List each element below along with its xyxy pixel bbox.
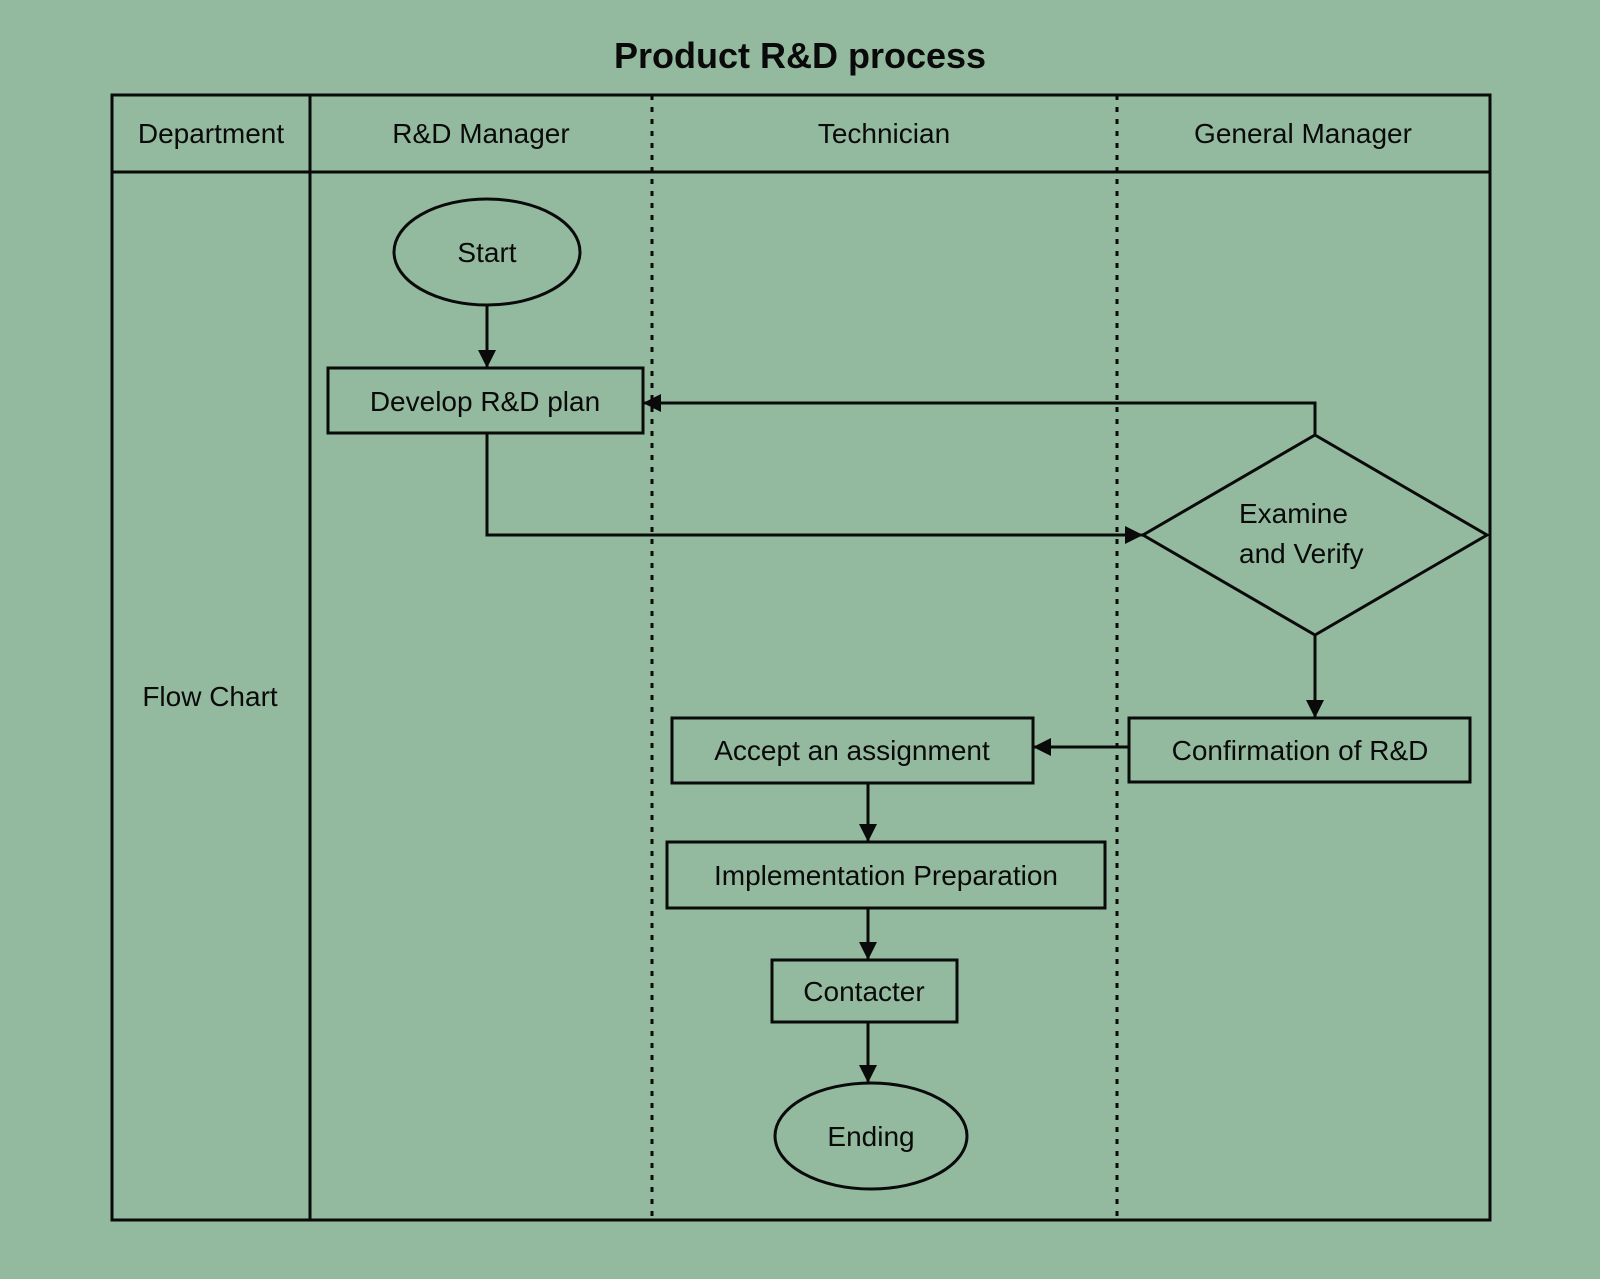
table-outer-border — [110, 93, 1492, 1222]
accept-assignment-label: Accept an assignment — [714, 735, 990, 766]
row-label-flow-chart: Flow Chart — [142, 681, 278, 712]
contacter-label: Contacter — [803, 976, 924, 1007]
examine-verify-diamond — [1140, 433, 1490, 637]
develop-plan-box — [326, 366, 645, 435]
header-general-manager: General Manager — [1194, 118, 1412, 149]
start-ellipse — [392, 197, 582, 307]
connectors — [478, 305, 1324, 1083]
examine-verify-label-line1: Examine — [1239, 498, 1348, 529]
node-start: Start — [392, 197, 582, 307]
node-examine-verify: Examine and Verify — [1140, 433, 1490, 637]
connector-examine-to-develop — [643, 394, 1317, 435]
accept-assignment-box — [670, 716, 1035, 785]
contacter-box — [770, 958, 959, 1024]
ending-ellipse — [773, 1081, 969, 1191]
connector-develop-to-examine — [485, 433, 1143, 544]
develop-plan-label: Develop R&D plan — [370, 386, 600, 417]
header-rd-manager: R&D Manager — [392, 118, 569, 149]
examine-verify-label-line2: and Verify — [1239, 538, 1364, 569]
header-technician: Technician — [818, 118, 950, 149]
ending-label: Ending — [827, 1121, 914, 1152]
start-label: Start — [457, 237, 516, 268]
node-contacter: Contacter — [770, 958, 959, 1024]
node-accept-assignment: Accept an assignment — [670, 716, 1035, 785]
node-ending: Ending — [773, 1081, 969, 1191]
header-department: Department — [138, 118, 285, 149]
node-implementation-preparation: Implementation Preparation — [665, 840, 1107, 910]
confirmation-label: Confirmation of R&D — [1172, 735, 1429, 766]
node-confirmation: Confirmation of R&D — [1127, 716, 1472, 784]
node-develop-plan: Develop R&D plan — [326, 366, 645, 435]
page-title: Product R&D process — [614, 35, 986, 76]
confirmation-box — [1127, 716, 1472, 784]
implementation-preparation-label: Implementation Preparation — [714, 860, 1058, 891]
swimlane-table: Department R&D Manager Technician Genera… — [110, 93, 1492, 1222]
implementation-preparation-box — [665, 840, 1107, 910]
